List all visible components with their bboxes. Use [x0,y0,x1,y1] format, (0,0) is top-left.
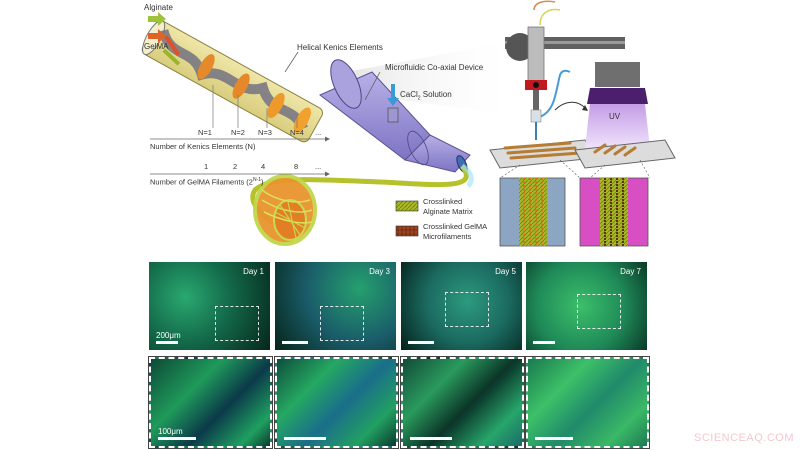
micrograph-zoom-day3 [274,356,399,449]
filaments-title-end: ) [261,177,264,187]
roi-box [215,306,259,341]
day-label: Day 7 [620,267,641,276]
cacl2-solution-label: CaCl2 Solution [400,90,452,102]
kenics-tick: ... [315,128,322,137]
scale-bar-label: 200μm [156,331,181,340]
uv-label: UV [609,112,621,121]
scale-bar [156,341,178,344]
legend-label-line: Crosslinked GelMA [423,222,488,231]
schematic-panel: Alginate GelMA Helical Kenics Elements M… [141,0,676,247]
filaments-axis-title: Number of GelMA Filaments (2N-1) [150,177,264,187]
legend-label-line: Alginate Matrix [423,207,473,216]
scale-bar [282,341,308,344]
micrograph-day1: Day 1 200μm [149,262,270,350]
legend-label-line: Crosslinked [423,197,463,206]
legend-label-line: Microfilaments [423,232,472,241]
scale-bar [533,341,555,344]
filament-tick: ... [315,162,322,171]
roi-box [320,306,364,341]
gelma-input-label: GelMA [144,42,169,51]
scale-bar [158,437,196,440]
kenics-tick: N=1 [198,128,212,137]
micrograph-zoom-day7 [525,356,650,449]
roi-box [445,292,489,327]
cacl2-subscript: 2 [417,95,421,102]
kenics-axis-title: Number of Kenics Elements (N) [150,142,256,151]
roi-box [577,294,621,329]
legend-item-alginate: Crosslinked Alginate Matrix [423,197,473,217]
day-label: Day 5 [495,267,516,276]
micrograph-zoom-day5 [400,356,525,449]
filament-tick: 8 [294,162,299,171]
cacl2-suffix: Solution [420,90,452,99]
alginate-input-label: Alginate [144,3,173,12]
micrograph-zoom-day1: 100μm [148,356,273,449]
cacl2-text: CaCl [400,90,418,99]
day-label: Day 1 [243,267,264,276]
scale-bar [410,437,452,440]
micrograph-day5: Day 5 [401,262,522,350]
micrograph-day7: Day 7 [526,262,647,350]
scale-bar [284,437,326,440]
helical-kenics-label: Helical Kenics Elements [297,43,383,52]
microfluidic-device-label: Microfluidic Co-axial Device [385,63,484,72]
scale-bar-label: 100μm [158,427,183,436]
filament-tick: 4 [261,162,266,171]
kenics-tick: N=4 [290,128,304,137]
watermark: SCIENCEAQ.COM [693,432,794,444]
filaments-title-sup: N-1 [252,177,262,183]
micrograph-day3: Day 3 [275,262,396,350]
scale-bar [535,437,573,440]
kenics-tick: N=3 [258,128,272,137]
filaments-title-text: Number of GelMA Filaments (2 [150,177,253,187]
filament-tick: 1 [204,162,209,171]
schematic-illustration [141,0,676,247]
kenics-tick: N=2 [231,128,245,137]
filament-tick: 2 [233,162,238,171]
legend-item-gelma: Crosslinked GelMA Microfilaments [423,222,487,242]
scale-bar [408,341,434,344]
day-label: Day 3 [369,267,390,276]
